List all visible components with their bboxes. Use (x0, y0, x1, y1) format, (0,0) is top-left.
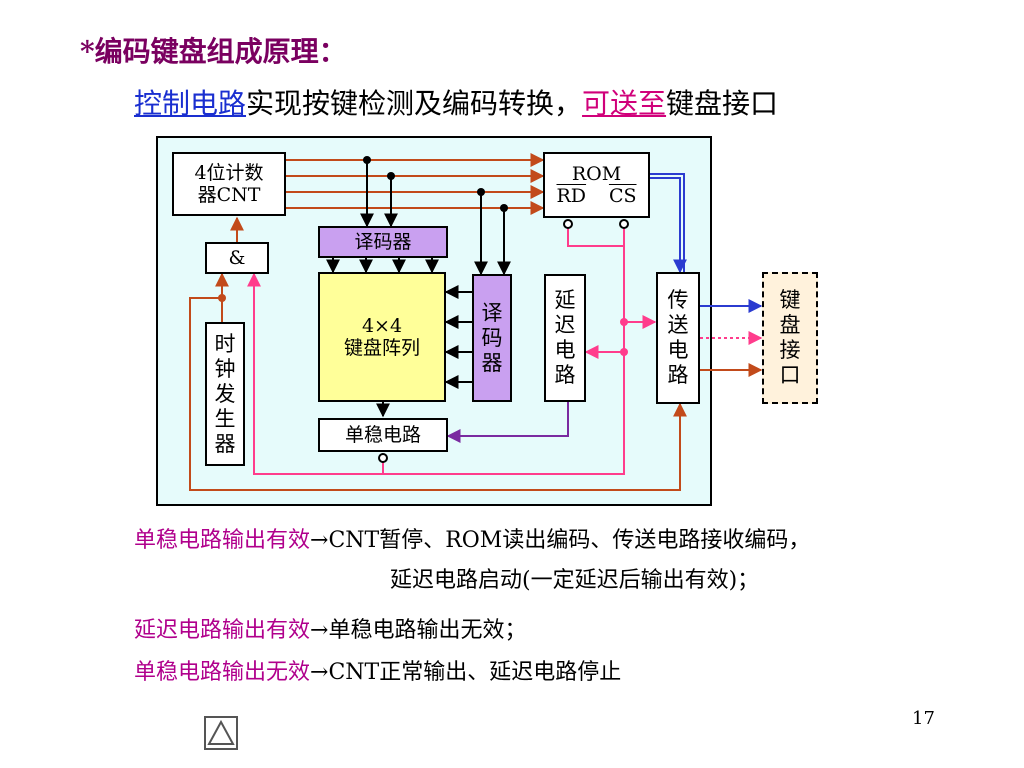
decoder-top-label: 译码器 (354, 231, 412, 253)
keyboard-interface-box: 键 盘 接 口 (762, 272, 818, 404)
monostable-circuit-box: 单稳电路 (318, 418, 448, 452)
rom-label: ROM (571, 163, 622, 185)
delay-char: 电 (554, 338, 576, 362)
slide-title: *编码键盘组成原理： (80, 35, 347, 68)
rom-rd-pin: RD (556, 185, 587, 207)
note-arrow: → (310, 528, 329, 553)
note-effect: CNT正常输出、延迟电路停止 (328, 660, 622, 685)
note-effect: 单稳电路输出无效； (328, 618, 527, 643)
transfer-char: 路 (667, 363, 689, 387)
decoder-side-char: 译 (481, 300, 503, 325)
kbd-interface-char: 口 (779, 363, 801, 387)
note-effect: CNT暂停、ROM读出编码、传送电路接收编码， (328, 528, 811, 553)
delay-circuit-box: 延 迟 电 路 (544, 274, 586, 402)
matrix-label-1: 4×4 (361, 315, 403, 337)
counter-label-2: 器CNT (197, 184, 261, 206)
clock-char: 生 (214, 406, 236, 431)
subtitle-text-2: 键盘接口 (666, 87, 779, 120)
clock-char: 发 (214, 381, 236, 406)
transfer-char: 电 (667, 338, 689, 362)
decoder-side-char: 码 (481, 325, 503, 350)
decoder-side-char: 器 (481, 350, 503, 375)
note-line-1: 单稳电路输出有效→CNT暂停、ROM读出编码、传送电路接收编码， (134, 526, 810, 556)
monostable-label: 单稳电路 (344, 424, 421, 446)
note-condition: 单稳电路输出无效 (134, 660, 311, 685)
triangle-outline-icon (207, 719, 235, 745)
decoder-top-box: 译码器 (318, 226, 448, 258)
subtitle-text-1: 实现按键检测及编码转换， (246, 87, 583, 120)
decoder-side-box: 译 码 器 (472, 274, 512, 402)
and-gate-box: & (205, 242, 269, 274)
note-line-3: 延迟电路输出有效→单稳电路输出无效； (134, 616, 526, 646)
kbd-interface-char: 盘 (779, 313, 801, 337)
note-arrow: → (310, 618, 329, 643)
clock-char: 器 (214, 431, 236, 456)
kbd-interface-char: 键 (779, 288, 801, 312)
note-line-4: 单稳电路输出无效→CNT正常输出、延迟电路停止 (134, 658, 621, 688)
page-number: 17 (912, 708, 935, 729)
note-condition: 单稳电路输出有效 (134, 528, 311, 553)
clock-char: 时 (214, 331, 236, 356)
transfer-char: 送 (667, 313, 689, 337)
and-gate-label: & (228, 247, 246, 269)
matrix-label-2: 键盘阵列 (343, 337, 420, 359)
rom-cs-pin: CS (608, 185, 637, 207)
note-effect: 延迟电路启动(一定延迟后输出有效)； (390, 568, 760, 593)
transfer-circuit-box: 传 送 电 路 (656, 272, 700, 404)
note-line-2: 延迟电路启动(一定延迟后输出有效)； (390, 566, 759, 596)
kbd-interface-char: 接 (779, 338, 801, 362)
keyboard-matrix-box: 4×4 键盘阵列 (318, 272, 446, 402)
counter-cnt-box: 4位计数 器CNT (172, 152, 286, 216)
rom-box: ROM RD CS (543, 152, 650, 218)
counter-label-1: 4位计数 (194, 162, 264, 184)
send-to-link[interactable]: 可送至 (582, 87, 667, 120)
slide-subtitle: 控制电路实现按键检测及编码转换，可送至键盘接口 (134, 86, 778, 122)
note-condition: 延迟电路输出有效 (134, 618, 311, 643)
clock-generator-box: 时 钟 发 生 器 (205, 322, 245, 466)
delay-char: 延 (554, 288, 576, 312)
nav-back-button[interactable] (204, 716, 238, 750)
transfer-char: 传 (667, 288, 689, 312)
clock-char: 钟 (214, 356, 236, 381)
delay-char: 迟 (554, 313, 576, 337)
control-circuit-link[interactable]: 控制电路 (134, 87, 247, 120)
note-arrow: → (310, 660, 329, 685)
delay-char: 路 (554, 363, 576, 387)
